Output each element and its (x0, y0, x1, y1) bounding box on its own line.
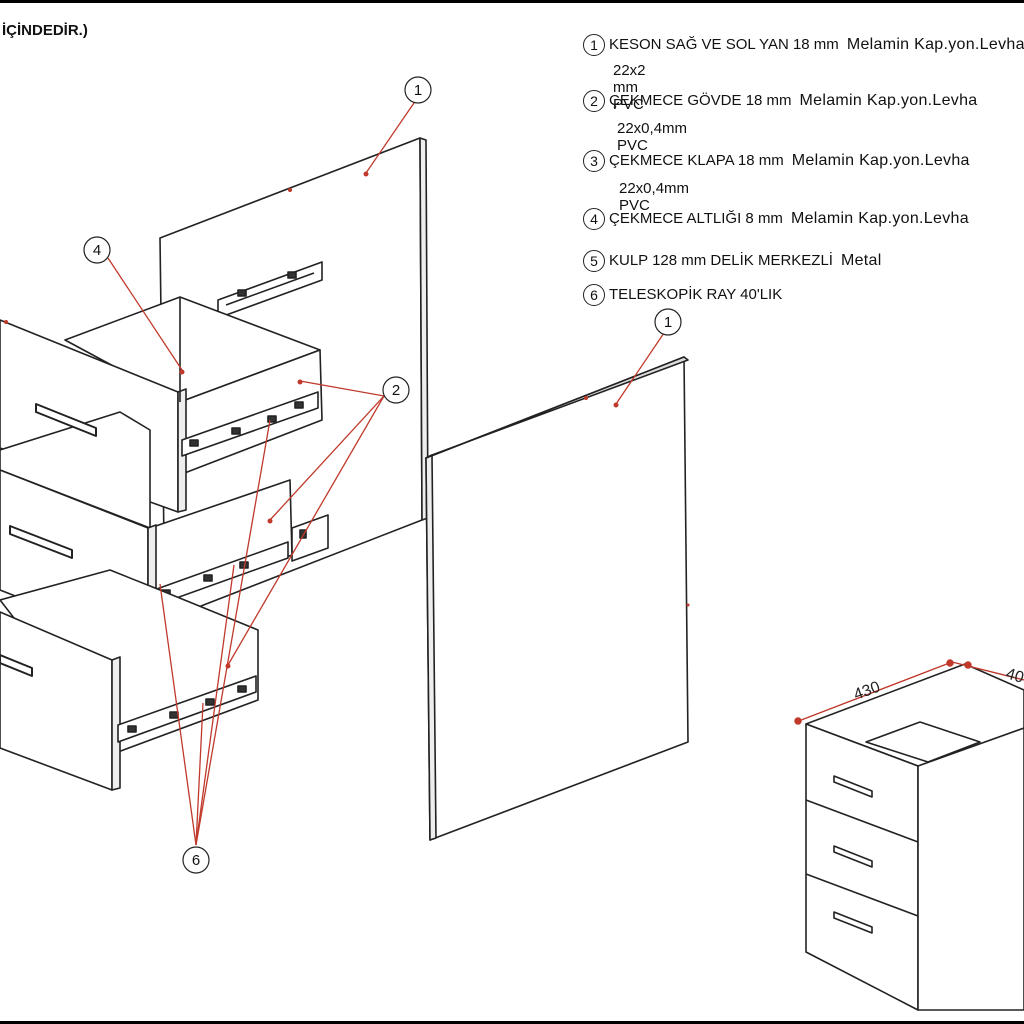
legend-edge-3: 22x0,4mm PVC (619, 180, 690, 214)
legend-number-6: 6 (583, 284, 605, 306)
callout-1-front-panel (654, 308, 682, 336)
telescopic-rail-upper (217, 261, 323, 319)
legend-number-5: 5 (583, 250, 605, 272)
legend-part-6: TELESKOPİK RAY 40'LIK (609, 285, 783, 303)
callout-6-label: 6 (192, 852, 200, 869)
legend-part-3: ÇEKMECE KLAPA 18 mm (609, 151, 784, 169)
legend-number-4: 4 (583, 208, 605, 230)
callout-4 (83, 236, 111, 264)
callout-2-label: 2 (392, 382, 400, 399)
legend-material-2: Melamin Kap.yon.Levha (799, 91, 978, 109)
legend-number-3: 3 (583, 150, 605, 172)
legend-edge-2: 22x0,4mm PVC (617, 120, 688, 154)
callout-1b-label: 1 (664, 314, 672, 331)
legend-part-1: KESON SAĞ VE SOL YAN 18 mm (609, 35, 839, 53)
legend-material-1: Melamin Kap.yon.Levha (846, 35, 1024, 53)
callout-4-label: 4 (93, 242, 101, 259)
leader-dots (4, 171, 690, 669)
assembled-cabinet (805, 663, 1024, 1011)
drawer-handles (0, 403, 97, 677)
legend-number-1: 1 (583, 34, 605, 56)
header-note: İÇİNDEDİR.) (2, 22, 88, 39)
leader-lines (107, 99, 667, 846)
legend-material-5: Metal (840, 251, 882, 269)
legend-material-3: Melamin Kap.yon.Levha (791, 151, 970, 169)
legend-part-4: ÇEKMECE ALTLIĞI 8 mm (609, 209, 783, 227)
callout-6 (182, 846, 210, 874)
drawer-bottom (0, 569, 259, 791)
side-panel-front (425, 356, 689, 841)
callout-1-label: 1 (414, 82, 422, 99)
legend-part-2: ÇEKMECE GÖVDE 18 mm (609, 91, 792, 109)
legend-edge-1: 22x2 mm PVC (613, 62, 646, 113)
callout-2 (382, 376, 410, 404)
legend-material-4: Melamin Kap.yon.Levha (790, 209, 969, 227)
dimension-depth-label: 40 (1004, 666, 1024, 687)
dimension-lines (794, 659, 1024, 725)
legend-part-5: KULP 128 mm DELİK MERKEZLİ (609, 251, 833, 269)
callout-1-back-panel (404, 76, 432, 104)
legend-number-2: 2 (583, 90, 605, 112)
